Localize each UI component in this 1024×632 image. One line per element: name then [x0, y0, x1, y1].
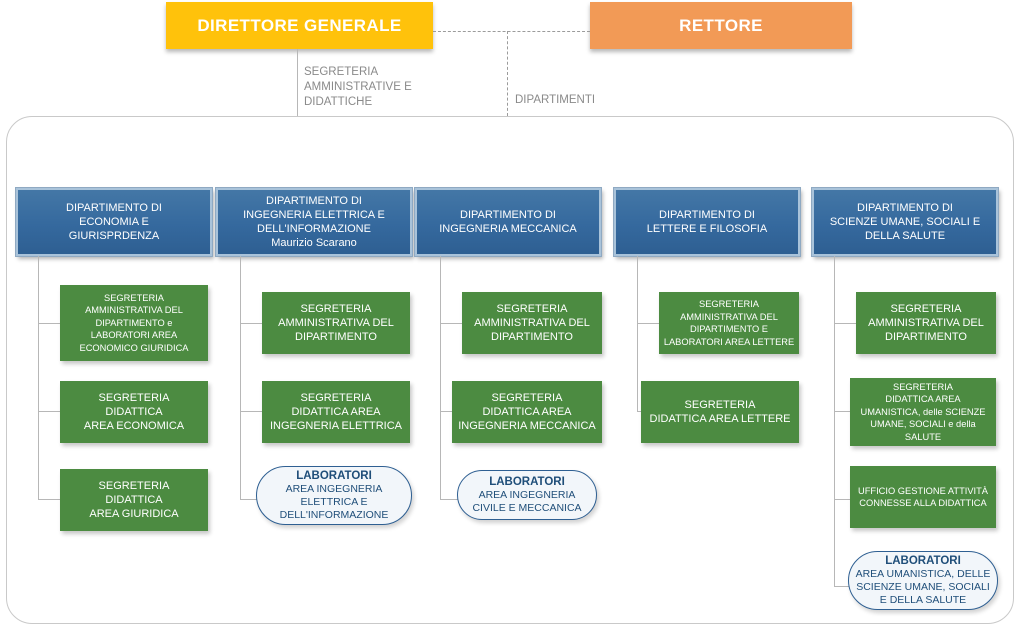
- department-head-name: Maurizio Scarano: [271, 237, 357, 249]
- secretariat-label: SEGRETERIA DIDATTICA AREA LETTERE: [649, 399, 791, 425]
- secretariat-label: SEGRETERIA DIDATTICA AREA ECONOMICA: [83, 392, 185, 432]
- branch-5-1: [834, 323, 856, 324]
- department-box-scienze-umane[interactable]: DIPARTIMENTO DI SCIENZE UMANE, SOCIALI E…: [811, 187, 999, 257]
- secretariat-box[interactable]: SEGRETERIA DIDATTICA AREA LETTERE: [641, 381, 799, 443]
- department-box-lettere[interactable]: DIPARTIMENTO DI LETTERE E FILOSOFIA: [613, 187, 801, 257]
- laboratori-body: AREA INGEGNERIA ELETTRICA E DELL'INFORMA…: [279, 482, 389, 521]
- dashed-connector-vertical: [507, 31, 508, 116]
- caption-segreteria: SEGRETERIA AMMINISTRATIVE E DIDATTICHE: [304, 66, 412, 108]
- secretariat-label: SEGRETERIA DIDATTICA AREA UMANISTICA, de…: [860, 381, 986, 442]
- laboratori-oval[interactable]: LABORATORI AREA UMANISTICA, DELLE SCIENZ…: [848, 551, 998, 610]
- secretariat-box[interactable]: SEGRETERIA AMMINISTRATIVA DEL DIPARTIMEN…: [462, 292, 602, 354]
- laboratori-body: AREA INGEGNERIA CIVILE E MECCANICA: [472, 488, 582, 514]
- laboratori-title: LABORATORI: [489, 475, 565, 488]
- secretariat-label: SEGRETERIA DIDATTICA AREA GIURIDICA: [89, 480, 179, 520]
- branch-5-4: [834, 586, 856, 587]
- secretariat-box[interactable]: SEGRETERIA DIDATTICA AREA UMANISTICA, de…: [850, 378, 996, 446]
- caption-dipartimenti: DIPARTIMENTI: [515, 94, 596, 106]
- secretariat-box[interactable]: SEGRETERIA DIDATTICA AREA ECONOMICA: [60, 381, 208, 443]
- secretariat-label: SEGRETERIA DIDATTICA AREA INGEGNERIA ELE…: [269, 392, 403, 432]
- secretariat-box[interactable]: SEGRETERIA AMMINISTRATIVA DEL DIPARTIMEN…: [60, 285, 208, 361]
- department-title: DIPARTIMENTO DI SCIENZE UMANE, SOCIALI E…: [829, 202, 981, 242]
- secretariat-box[interactable]: SEGRETERIA DIDATTICA AREA INGEGNERIA MEC…: [452, 381, 602, 443]
- rettore-label: RETTORE: [679, 15, 763, 35]
- branch-5-3: [834, 499, 856, 500]
- secretariat-label: SEGRETERIA AMMINISTRATIVA DEL DIPARTIMEN…: [868, 303, 984, 343]
- column-trunk-3: [440, 256, 441, 499]
- secretariat-box[interactable]: SEGRETERIA DIDATTICA AREA INGEGNERIA ELE…: [262, 381, 410, 443]
- column-trunk-2: [240, 256, 241, 499]
- branch-3-3: [440, 499, 462, 500]
- secretariat-box[interactable]: SEGRETERIA AMMINISTRATIVA DEL DIPARTIMEN…: [262, 292, 410, 354]
- department-title: DIPARTIMENTO DI ECONOMIA E GIURISPRDENZA: [66, 202, 162, 242]
- laboratori-oval[interactable]: LABORATORI AREA INGEGNERIA CIVILE E MECC…: [457, 470, 597, 520]
- laboratori-title: LABORATORI: [296, 469, 372, 482]
- secretariat-box[interactable]: SEGRETERIA AMMINISTRATIVA DEL DIPARTIMEN…: [856, 292, 996, 354]
- branch-3-1: [440, 323, 462, 324]
- dipartimenti-container: [6, 116, 1014, 624]
- department-title: DIPARTIMENTO DI INGEGNERIA ELETTRICA E D…: [243, 195, 385, 235]
- column-trunk-1: [38, 256, 39, 499]
- secretariat-label: SEGRETERIA AMMINISTRATIVA DEL DIPARTIMEN…: [278, 303, 394, 343]
- branch-1-2: [38, 411, 60, 412]
- secretariat-label: SEGRETERIA DIDATTICA AREA INGEGNERIA MEC…: [458, 392, 596, 432]
- column-trunk-4: [637, 256, 638, 411]
- department-box-ingegneria-meccanica[interactable]: DIPARTIMENTO DI INGEGNERIA MECCANICA: [414, 187, 602, 257]
- secretariat-label: UFFICIO GESTIONE ATTIVITÀ CONNESSE ALLA …: [858, 485, 988, 509]
- department-title: DIPARTIMENTO DI LETTERE E FILOSOFIA: [646, 209, 768, 235]
- branch-1-1: [38, 323, 60, 324]
- secretariat-label: SEGRETERIA AMMINISTRATIVA DEL DIPARTIMEN…: [663, 299, 795, 347]
- dashed-connector-horizontal: [433, 31, 590, 32]
- rettore-box[interactable]: RETTORE: [590, 2, 852, 49]
- branch-1-3: [38, 499, 60, 500]
- department-box-economia[interactable]: DIPARTIMENTO DI ECONOMIA E GIURISPRDENZA: [15, 187, 213, 257]
- branch-2-2: [240, 411, 262, 412]
- secretariat-box[interactable]: SEGRETERIA AMMINISTRATIVA DEL DIPARTIMEN…: [659, 292, 799, 354]
- branch-5-2: [834, 411, 856, 412]
- direttore-generale-label: DIRETTORE GENERALE: [197, 15, 402, 35]
- secretariat-label: SEGRETERIA AMMINISTRATIVA DEL DIPARTIMEN…: [79, 292, 189, 353]
- department-box-ingegneria-elettrica[interactable]: DIPARTIMENTO DI INGEGNERIA ELETTRICA E D…: [215, 187, 413, 257]
- secretariat-box[interactable]: SEGRETERIA DIDATTICA AREA GIURIDICA: [60, 469, 208, 531]
- secretariat-box[interactable]: UFFICIO GESTIONE ATTIVITÀ CONNESSE ALLA …: [850, 466, 996, 528]
- branch-4-1: [637, 323, 659, 324]
- direttore-connector-vertical: [297, 49, 298, 116]
- direttore-generale-box[interactable]: DIRETTORE GENERALE: [166, 2, 433, 49]
- laboratori-title: LABORATORI: [885, 554, 961, 567]
- branch-3-2: [440, 411, 462, 412]
- secretariat-label: SEGRETERIA AMMINISTRATIVA DEL DIPARTIMEN…: [474, 303, 590, 343]
- branch-2-1: [240, 323, 262, 324]
- laboratori-body: AREA UMANISTICA, DELLE SCIENZE UMANE, SO…: [855, 567, 991, 606]
- branch-2-3: [240, 499, 262, 500]
- column-trunk-5: [834, 256, 835, 586]
- department-title: DIPARTIMENTO DI INGEGNERIA MECCANICA: [439, 209, 577, 235]
- laboratori-oval[interactable]: LABORATORI AREA INGEGNERIA ELETTRICA E D…: [256, 466, 412, 525]
